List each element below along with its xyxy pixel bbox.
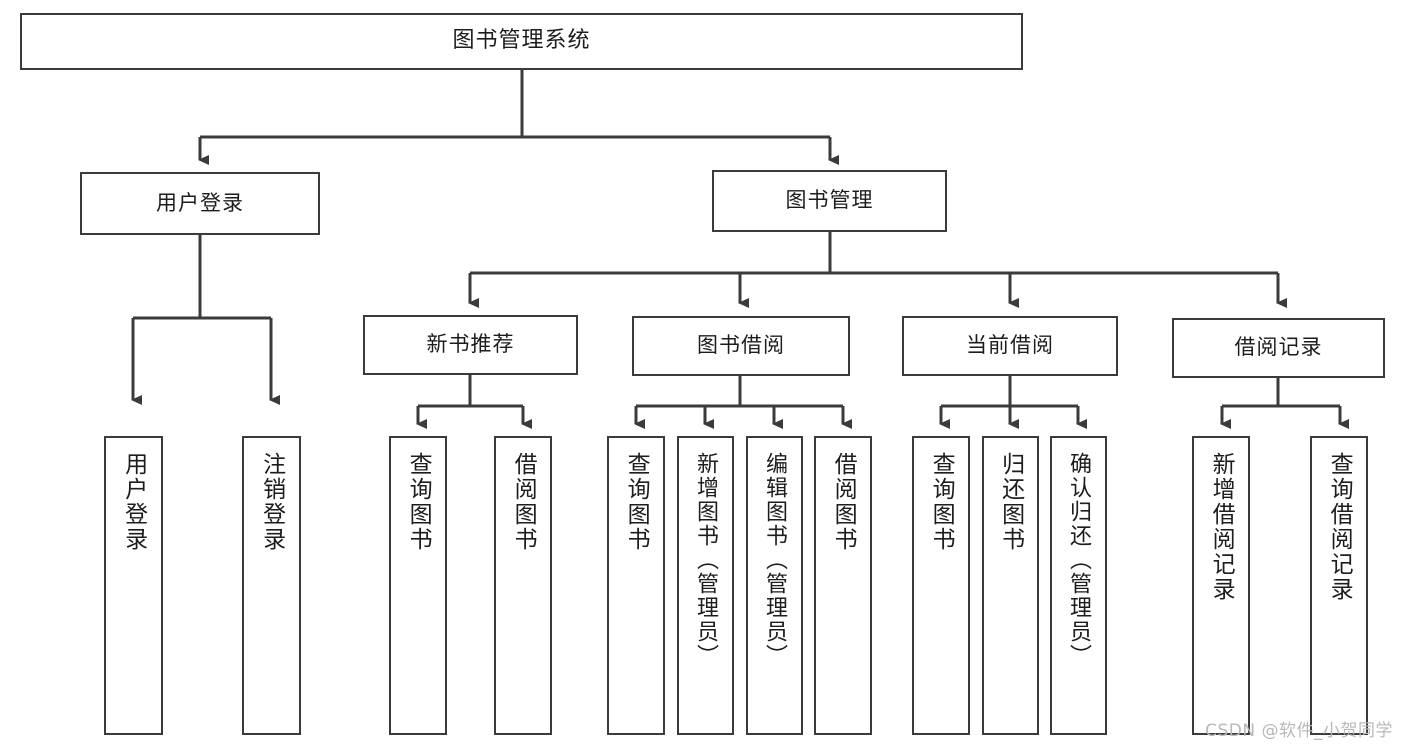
node-book-manage-label: 图书管理	[785, 188, 874, 213]
leaf-query-record[interactable]: 查询借阅记录	[1310, 436, 1368, 735]
node-book-borrow[interactable]: 图书借阅	[632, 316, 850, 376]
leaf-return-book[interactable]: 归还图书	[982, 436, 1039, 735]
node-current-borrow[interactable]: 当前借阅	[902, 316, 1118, 376]
node-root-label: 图书管理系统	[452, 28, 591, 54]
leaf-add-book-label: 新增图书（管理员）	[693, 452, 719, 668]
leaf-query-book-rec[interactable]: 查询图书	[389, 436, 447, 735]
node-book-borrow-label: 图书借阅	[697, 333, 785, 358]
node-borrow-record-label: 借阅记录	[1234, 335, 1323, 360]
leaf-logout[interactable]: 注销登录	[242, 436, 301, 735]
leaf-user-login[interactable]: 用户登录	[104, 436, 163, 735]
leaf-edit-book-label: 编辑图书（管理员）	[762, 452, 788, 668]
leaf-confirm-return[interactable]: 确认归还（管理员）	[1050, 436, 1107, 735]
leaf-add-record[interactable]: 新增借阅记录	[1192, 436, 1250, 735]
leaf-user-login-label: 用户登录	[120, 452, 147, 552]
node-user-login[interactable]: 用户登录	[80, 172, 320, 235]
leaf-add-book[interactable]: 新增图书（管理员）	[677, 436, 734, 735]
leaf-query-book-cur[interactable]: 查询图书	[912, 436, 970, 735]
node-new-book-rec[interactable]: 新书推荐	[363, 315, 578, 375]
leaf-query-book-borrow-label: 查询图书	[623, 452, 650, 552]
leaf-query-record-label: 查询借阅记录	[1326, 452, 1353, 602]
leaf-query-book-rec-label: 查询图书	[405, 452, 432, 552]
node-root[interactable]: 图书管理系统	[20, 13, 1023, 70]
leaf-borrow-book-label: 借阅图书	[830, 452, 857, 552]
leaf-borrow-book-rec-label: 借阅图书	[510, 452, 537, 552]
leaf-edit-book[interactable]: 编辑图书（管理员）	[746, 436, 803, 735]
leaf-add-record-label: 新增借阅记录	[1208, 452, 1235, 602]
leaf-query-book-cur-label: 查询图书	[928, 452, 955, 552]
node-current-borrow-label: 当前借阅	[966, 333, 1054, 358]
node-user-login-label: 用户登录	[156, 190, 244, 215]
leaf-confirm-return-label: 确认归还（管理员）	[1066, 452, 1092, 668]
node-book-manage[interactable]: 图书管理	[712, 170, 947, 232]
node-borrow-record[interactable]: 借阅记录	[1172, 318, 1385, 378]
leaf-logout-label: 注销登录	[258, 452, 285, 552]
node-new-book-rec-label: 新书推荐	[426, 332, 515, 357]
leaf-query-book-borrow[interactable]: 查询图书	[607, 436, 665, 735]
leaf-return-book-label: 归还图书	[997, 452, 1024, 552]
leaf-borrow-book[interactable]: 借阅图书	[814, 436, 872, 735]
watermark: CSDN @软件_小贺同学	[1205, 721, 1393, 741]
leaf-borrow-book-rec[interactable]: 借阅图书	[494, 436, 552, 735]
